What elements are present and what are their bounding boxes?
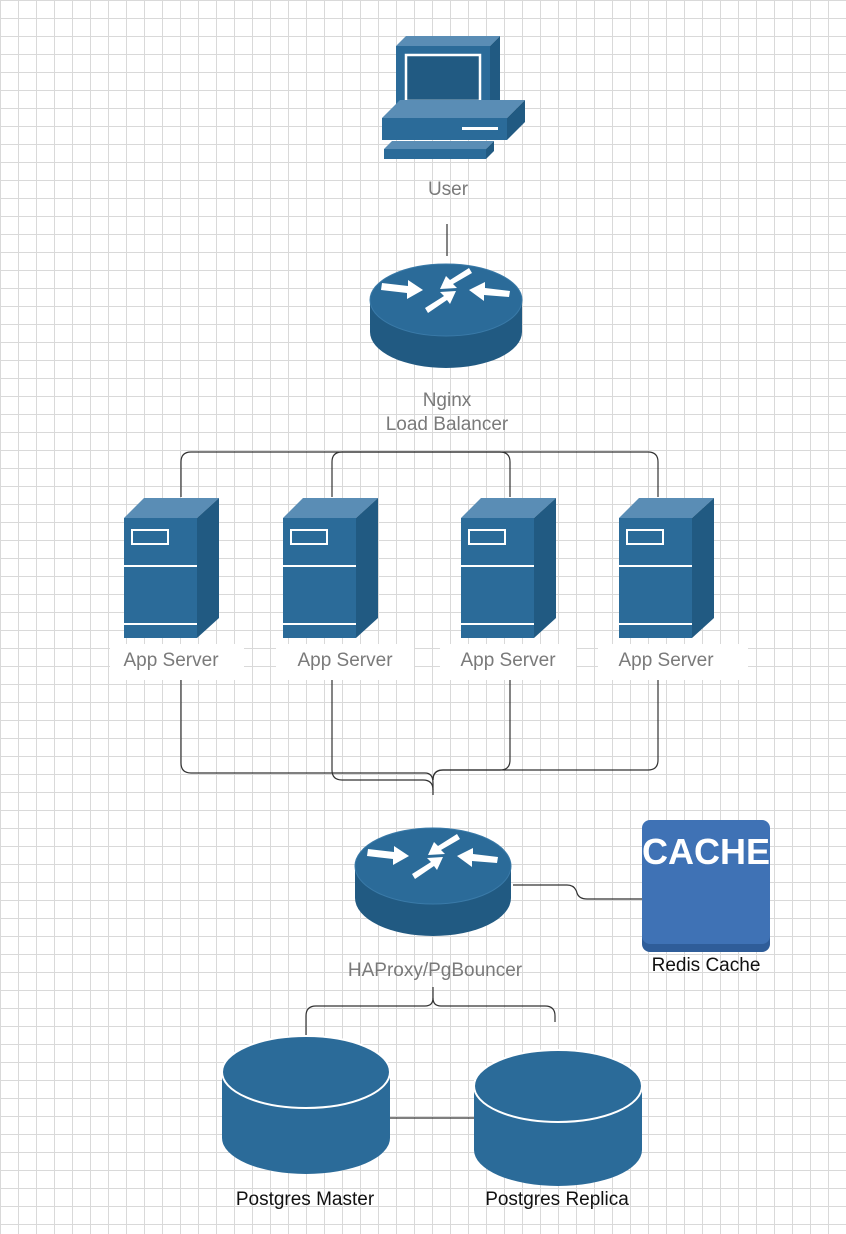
redis-label: Redis Cache	[652, 955, 761, 976]
redis-node: CACHE Redis Cache	[642, 820, 770, 976]
app-server-label: App Server	[123, 650, 219, 671]
connector-haproxy-master	[305, 987, 434, 1036]
server-tower-icon	[461, 498, 556, 638]
postgres-replica-label: Postgres Replica	[485, 1189, 629, 1210]
app-server-label: App Server	[297, 650, 393, 671]
router-icon	[369, 263, 523, 368]
connector-app-haproxy-2	[331, 680, 434, 791]
desktop-computer-icon	[382, 36, 525, 159]
connector-app-haproxy-1	[180, 680, 434, 795]
postgres-replica-node: Postgres Replica	[473, 1049, 643, 1210]
server-tower-icon	[283, 498, 378, 638]
haproxy-node: HAProxy/PgBouncer	[348, 827, 523, 981]
cache-icon: CACHE	[642, 820, 770, 952]
connector-nginx-app-2	[331, 451, 659, 497]
app-server-node-2: App Server	[276, 498, 414, 680]
connector-nginx-app-1	[180, 451, 511, 497]
nginx-label-name: Nginx	[423, 390, 472, 411]
database-cylinder-icon	[221, 1035, 391, 1174]
nginx-label-role: Load Balancer	[386, 414, 509, 435]
haproxy-label: HAProxy/PgBouncer	[348, 960, 523, 981]
connector-haproxy-redis	[513, 884, 642, 900]
app-server-node-3: App Server	[440, 498, 576, 680]
user-node: User	[382, 36, 525, 200]
app-server-label: App Server	[460, 650, 556, 671]
connector-app-haproxy-4	[432, 680, 659, 781]
postgres-master-node: Postgres Master	[221, 1035, 391, 1210]
postgres-master-label: Postgres Master	[236, 1189, 375, 1210]
app-server-node-4: App Server	[598, 498, 748, 680]
connectors	[180, 224, 659, 1119]
server-tower-icon	[124, 498, 219, 638]
database-cylinder-icon	[473, 1049, 643, 1186]
connector-haproxy-replica	[432, 997, 556, 1022]
user-label: User	[428, 179, 469, 200]
app-server-node-1: App Server	[110, 498, 244, 680]
nginx-node: Nginx Load Balancer	[369, 263, 523, 435]
server-tower-icon	[619, 498, 714, 638]
cache-badge-text: CACHE	[642, 831, 770, 872]
app-server-label: App Server	[618, 650, 714, 671]
router-icon	[354, 827, 512, 936]
connector-app-haproxy-3	[432, 680, 511, 781]
